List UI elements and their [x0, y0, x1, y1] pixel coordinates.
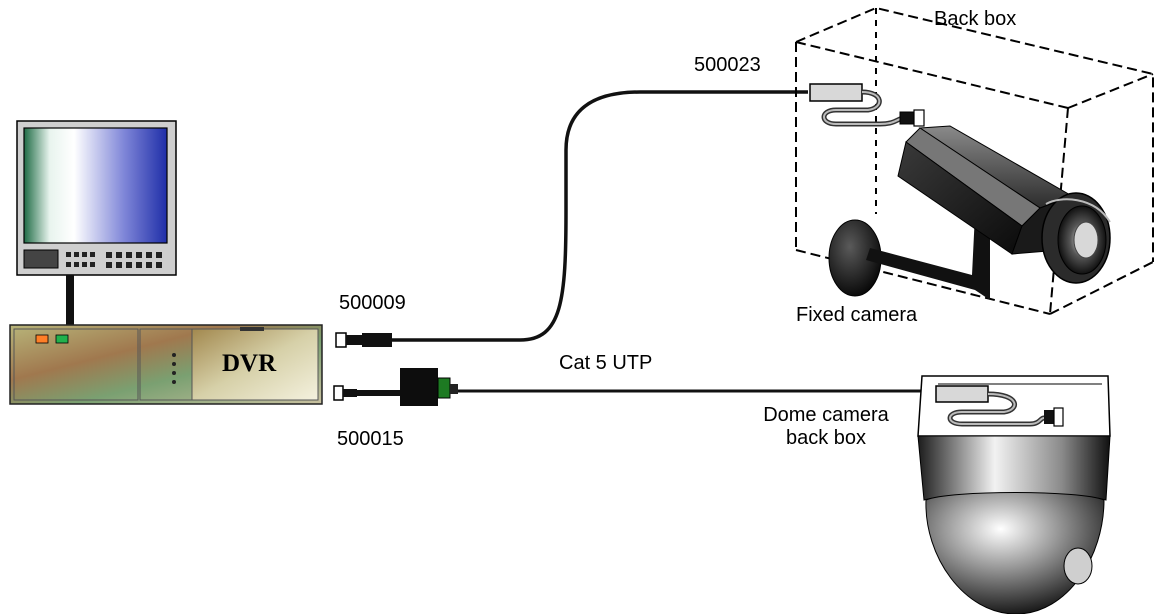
- balun-body: [400, 368, 438, 406]
- dome-camera: [917, 375, 1111, 614]
- dome-lens: [1063, 547, 1093, 585]
- label-part-500023: 500023: [694, 54, 761, 76]
- dvr-unit: DVR: [9, 324, 323, 405]
- fixed-camera-connector: [809, 83, 925, 127]
- dome-collar: [917, 435, 1111, 501]
- dvr-indicator-dots: [172, 353, 176, 384]
- monitor-buttons: [66, 252, 162, 268]
- fixed-camera-back-box: [795, 6, 1154, 315]
- label-part-500009: 500009: [339, 292, 406, 314]
- dvr-label: DVR: [222, 350, 277, 377]
- connector-500015: [333, 368, 458, 406]
- cable-to-fixed-camera: [392, 90, 808, 342]
- label-dome-line1: Dome camera: [763, 404, 889, 426]
- dvr-led-green: [55, 334, 69, 344]
- dvr-led-orange: [35, 334, 49, 344]
- monitor-screen: [23, 127, 168, 244]
- balun-green-terminal: [437, 377, 451, 399]
- label-fixed-camera: Fixed camera: [796, 304, 918, 326]
- fixed-camera: [828, 125, 1111, 300]
- label-dome-camera-back-box: Dome camera back box: [736, 404, 916, 450]
- monitor-dvr-cable: [66, 275, 74, 325]
- label-back-box: Back box: [934, 8, 1017, 30]
- label-part-500015: 500015: [337, 428, 404, 450]
- label-cat5-utp: Cat 5 UTP: [559, 352, 653, 374]
- connector-500009: [335, 332, 392, 348]
- label-dome-line2: back box: [785, 427, 867, 449]
- monitor: [16, 120, 177, 276]
